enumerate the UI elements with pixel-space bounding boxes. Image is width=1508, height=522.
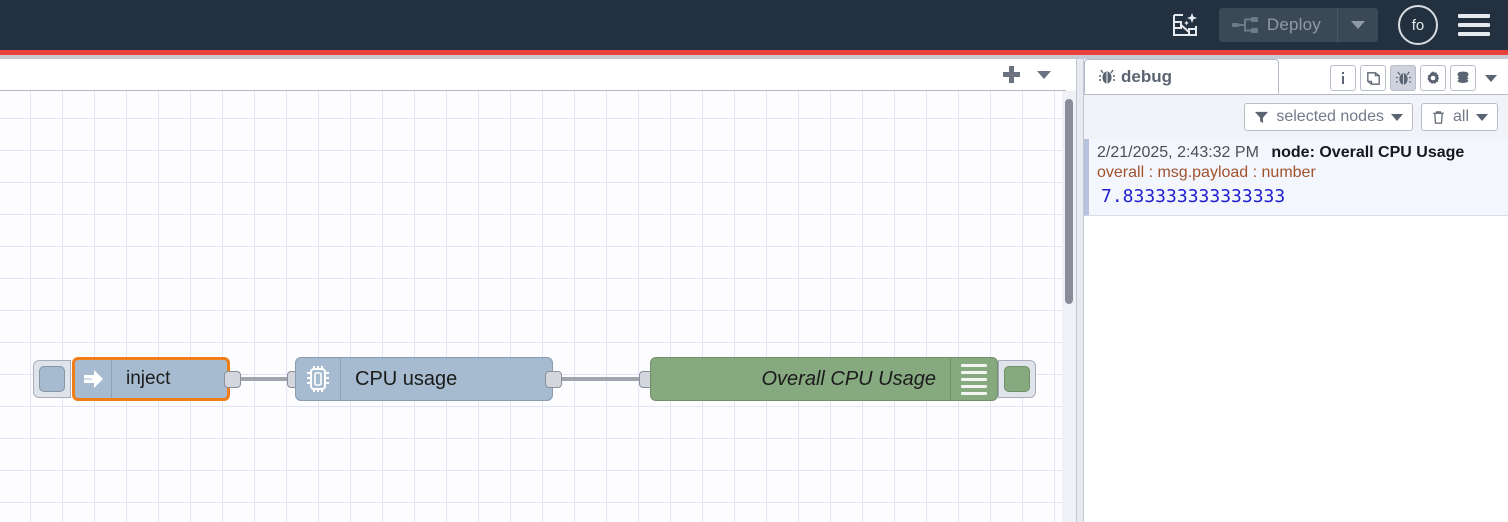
canvas-scrollbar-thumb[interactable] [1065,99,1073,304]
debug-message-list[interactable]: 2/21/2025, 2:43:32 PM node: Overall CPU … [1084,139,1508,522]
debug-clear-label: all [1452,108,1469,125]
canvas-vertical-scrollbar[interactable] [1062,91,1076,522]
chevron-down-icon [1351,21,1365,29]
debug-node-filter-button[interactable]: selected nodes [1244,103,1413,131]
funnel-icon [1255,111,1269,123]
app-header: Deploy fo [0,0,1508,50]
add-flow-button[interactable] [994,60,1028,90]
flow-list-dropdown-button[interactable] [1028,60,1060,90]
tab-debug[interactable]: debug [1084,59,1279,94]
debug-clear-button[interactable]: all [1420,103,1498,131]
sidebar-tabbar: debug [1084,59,1508,95]
debug-message-source-node[interactable]: node: Overall CPU Usage [1271,144,1465,161]
hamburger-bar [1458,32,1490,36]
chevron-down-icon [1485,74,1497,82]
flow-canvas[interactable]: inject CPU usage [0,91,1062,522]
debug-node-toggle-button[interactable] [998,360,1036,398]
inject-trigger-indicator [39,366,65,392]
user-avatar[interactable]: fo [1398,5,1438,45]
cpu-node-label: CPU usage [355,367,458,390]
config-gear-icon[interactable] [1420,65,1446,91]
sidebar-resize-handle[interactable] [1076,59,1084,522]
debug-toggle-indicator [1004,366,1030,392]
debug-sidebar: debug [1084,59,1508,522]
avatar-initials: fo [1411,16,1425,34]
debug-node-filter-label: selected nodes [1276,108,1384,125]
microchip-icon [296,358,341,400]
deploy-pending-accent-line [0,50,1508,55]
hamburger-bar [1458,14,1490,18]
debug-lines-icon [950,358,997,400]
bug-icon [1099,69,1115,84]
chevron-down-icon [1390,113,1403,121]
chevron-down-icon [1037,70,1051,79]
workspace-tabbar [0,59,1066,91]
help-book-icon[interactable] [1360,65,1386,91]
wire-inject-to-cpu [238,377,290,381]
flow-node-inject[interactable]: inject [72,357,230,401]
deploy-icon [1231,17,1258,33]
arrow-right-icon [75,360,112,398]
debug-message-entry[interactable]: 2/21/2025, 2:43:32 PM node: Overall CPU … [1084,139,1508,216]
deploy-label: Deploy [1266,15,1321,34]
inject-output-port[interactable] [224,371,241,388]
flow-node-debug[interactable]: Overall CPU Usage [650,357,998,401]
flow-ai-icon[interactable] [1165,6,1205,44]
debug-filter-toolbar: selected nodes all [1084,95,1508,139]
deploy-button-main[interactable]: Deploy [1219,8,1337,42]
info-icon[interactable] [1330,65,1356,91]
debug-message-topic: overall : msg.payload : number [1097,164,1316,181]
cpu-output-port[interactable] [545,371,562,388]
sidebar-tools-dropdown[interactable] [1480,65,1502,91]
inject-trigger-button[interactable] [33,360,71,398]
header-divider [0,55,1508,59]
debug-message-timestamp: 2/21/2025, 2:43:32 PM [1097,144,1259,161]
wire-cpu-to-debug [560,377,644,381]
debug-lines-glyph [961,363,987,395]
flow-node-cpu-usage[interactable]: CPU usage [295,357,553,401]
sidebar-tool-buttons [1330,65,1508,94]
context-data-icon[interactable] [1450,65,1476,91]
hamburger-menu-icon[interactable] [1458,8,1492,42]
trash-icon [1433,110,1444,124]
hamburger-bar [1458,23,1490,27]
debug-node-label: Overall CPU Usage [761,367,936,390]
tab-debug-label: debug [1121,66,1172,86]
debug-bug-icon[interactable] [1390,65,1416,91]
inject-node-label: inject [126,368,171,389]
chevron-down-icon [1476,113,1488,121]
debug-message-meta: 2/21/2025, 2:43:32 PM node: Overall CPU … [1097,144,1502,162]
plus-icon [1002,66,1020,83]
deploy-dropdown-caret[interactable] [1337,8,1378,42]
debug-message-value: 7.833333333333333 [1101,186,1286,207]
deploy-button[interactable]: Deploy [1218,8,1378,42]
canvas-grid [0,91,1062,522]
